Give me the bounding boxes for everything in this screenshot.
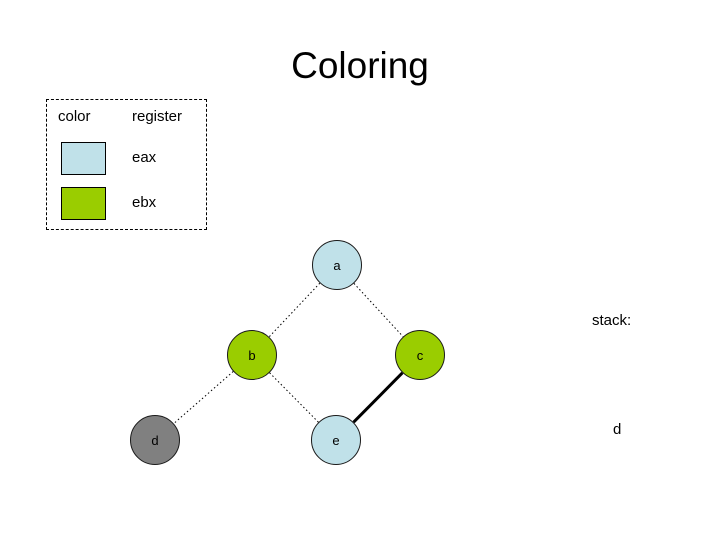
legend-header-row: color register: [47, 106, 208, 128]
graph-edge-a-b: [268, 282, 321, 338]
graph-node-b[interactable]: b: [227, 330, 277, 380]
graph-node-d[interactable]: d: [130, 415, 180, 465]
color-register-legend: color register eax ebx: [46, 99, 207, 230]
legend-color-swatch: [61, 187, 106, 220]
graph-node-e[interactable]: e: [311, 415, 361, 465]
stack-item: d: [613, 421, 622, 438]
graph-edge-c-e: [352, 371, 404, 424]
page-title: Coloring: [291, 45, 429, 86]
graph-edge-a-c: [353, 283, 404, 337]
legend-register-label: ebx: [132, 194, 157, 211]
legend-register-label: eax: [132, 149, 157, 166]
graph-edge-b-e: [269, 372, 319, 423]
legend-row: ebx: [47, 187, 208, 221]
graph-node-c[interactable]: c: [395, 330, 445, 380]
graph-node-label: d: [151, 432, 159, 448]
stack-label: stack:: [592, 312, 632, 329]
graph-edge-b-d: [173, 371, 234, 424]
graph-node-label: a: [333, 257, 341, 273]
graph-node-label: e: [332, 432, 340, 448]
graph-node-a[interactable]: a: [312, 240, 362, 290]
legend-header-color: color: [58, 108, 91, 125]
legend-header-register: register: [132, 108, 183, 125]
graph-node-label: b: [248, 347, 256, 363]
legend-color-swatch: [61, 142, 106, 175]
legend-row: eax: [47, 142, 208, 176]
graph-node-label: c: [416, 347, 424, 363]
